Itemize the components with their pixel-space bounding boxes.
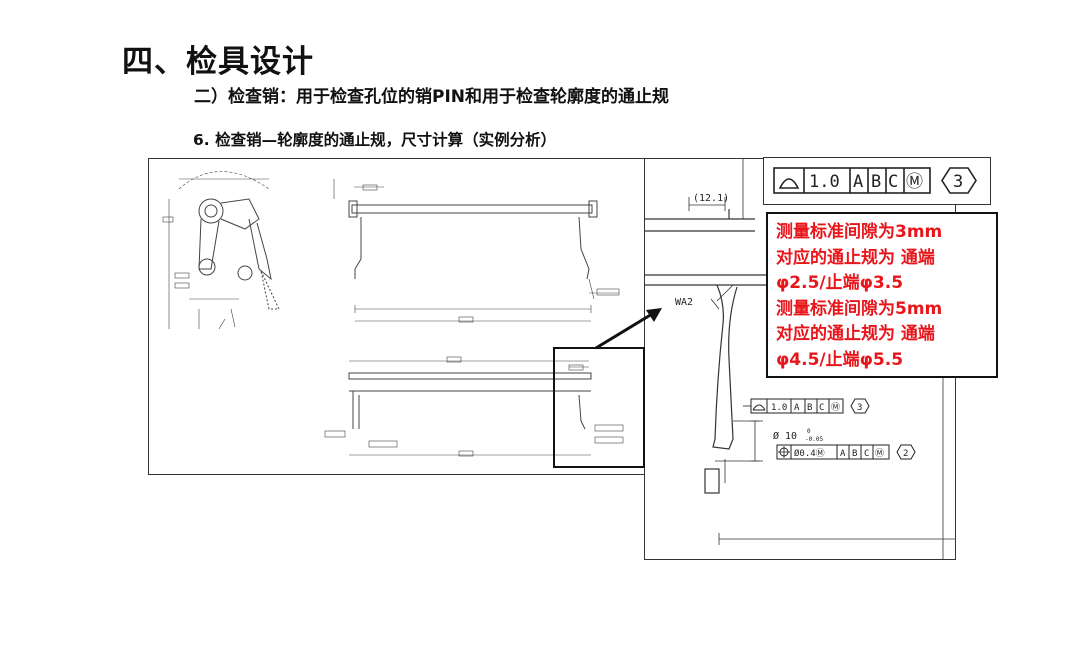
note-box: 测量标准间隙为3mm 对应的通止规为 通端 φ2.5/止端φ3.5 测量标准间隙… [766,212,998,378]
svg-text:C: C [864,449,869,459]
page-title: 四、检具设计 [122,44,314,80]
svg-text:B: B [807,403,812,413]
fcf-top-tolerance: 1.0 [809,172,840,192]
fcf-top-datum-c: C [888,172,898,192]
svg-text:A: A [840,449,846,459]
section-heading: 6. 检查销—轮廓度的通止规，尺寸计算（实例分析） [193,131,557,149]
diameter-tol-upper: 0 [807,428,811,435]
fcf-top-datum-b: B [871,172,881,192]
note-line: φ2.5/止端φ3.5 [776,273,904,293]
profile-symbol-icon [752,404,766,411]
profile-fcf-small: 1.0 A B C Ⓜ 3 [743,398,870,414]
svg-text:Ⓜ: Ⓜ [875,448,884,459]
overview-drawing-svg [162,171,624,457]
svg-text:3: 3 [857,403,862,413]
fcf-profile-large: 1.0 A B C Ⓜ 3 [763,157,991,205]
svg-text:C: C [819,403,824,413]
svg-text:A: A [794,403,800,413]
diameter-tol-lower: -0.05 [805,436,823,443]
note-line: 对应的通止规为 通端 [776,247,935,268]
wa2-label: WA2 [675,297,693,308]
svg-text:B: B [852,449,857,459]
position-fcf: Ø0.4Ⓜ A B C Ⓜ 2 [776,444,916,460]
detail-drawing-svg: (12.1) WA2 1.0 A B C Ⓜ 3 Ø 10 0 -0.05 [645,159,955,559]
svg-text:1.0: 1.0 [771,403,787,413]
diameter-label: Ø 10 [773,430,797,442]
profile-surface-icon [778,178,800,189]
zoom-callout-rect [553,347,645,468]
fcf-top-balloon: 3 [953,172,963,192]
note-line: 对应的通止规为 通端 [776,324,935,344]
svg-text:Ø0.4Ⓜ: Ø0.4Ⓜ [794,448,825,459]
svg-text:2: 2 [903,449,908,459]
overview-drawing [148,158,648,475]
fcf-top-datum-a: A [853,172,863,192]
dim-12-label: (12.1) [693,193,729,204]
zoom-arrow-icon [595,308,662,350]
note-line: φ4.5/止端φ5.5 [776,349,904,370]
fcf-top-modifier: Ⓜ [906,172,923,192]
svg-text:Ⓜ: Ⓜ [831,402,840,413]
page-subtitle: 二）检查销：用于检查孔位的销PIN和用于检查轮廓度的通止规 [194,87,670,107]
note-line: 测量标准间隙为3mm [776,222,943,242]
note-line: 测量标准间隙为5mm [776,298,943,319]
